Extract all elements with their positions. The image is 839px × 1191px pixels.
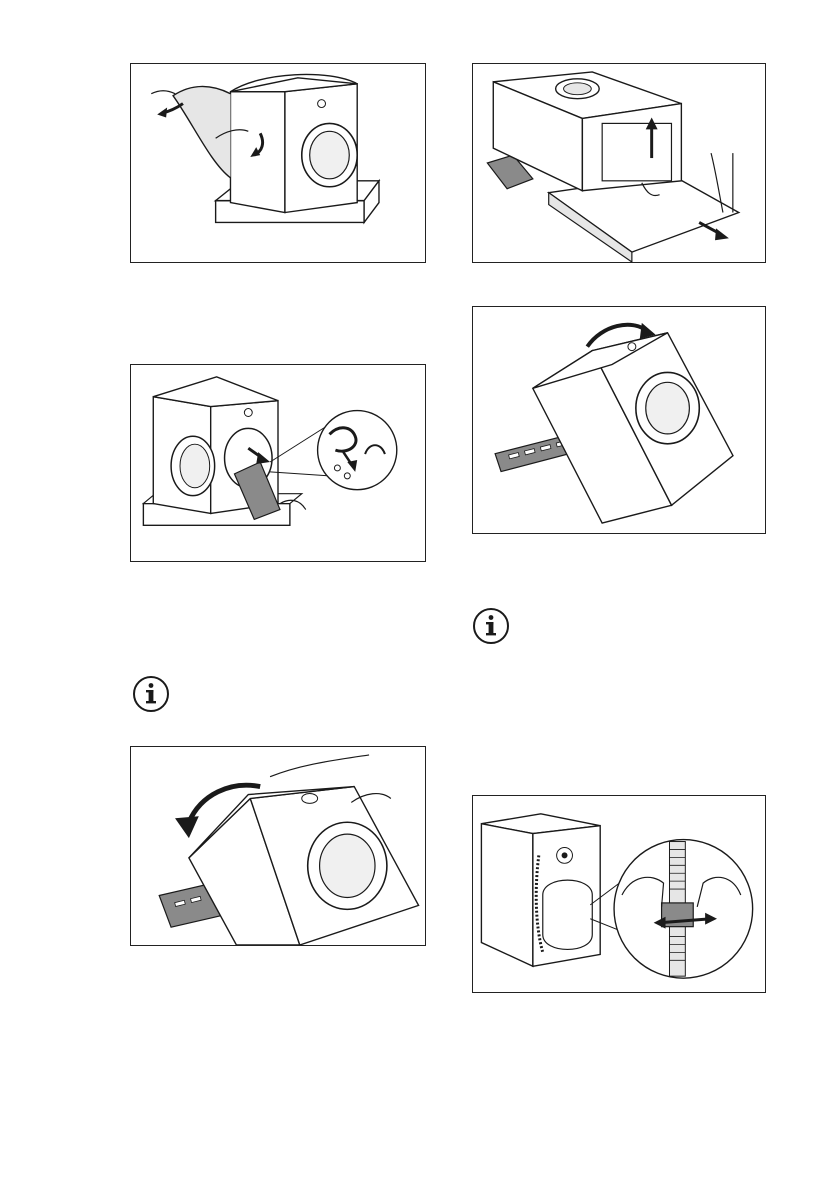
lift-packaging-frame-illustration [473,64,765,262]
info-icon [472,607,510,645]
figure-remove-accessory-bag [130,364,426,562]
figure-tilt-appliance-left [130,746,426,946]
figure-lift-off-packaging-frame [472,63,766,263]
figure-tilt-appliance-right [472,306,766,534]
remove-packaging-cover-illustration [131,64,425,262]
tilt-appliance-illustration [473,307,765,533]
info-icon [132,675,170,713]
figure-remove-cover [130,63,426,263]
remove-hose-from-clamp-illustration [473,796,765,992]
figure-remove-hose-clamp [472,795,766,993]
tilt-appliance-back-illustration [131,747,425,945]
remove-accessory-bag-from-drum-illustration [131,365,425,561]
